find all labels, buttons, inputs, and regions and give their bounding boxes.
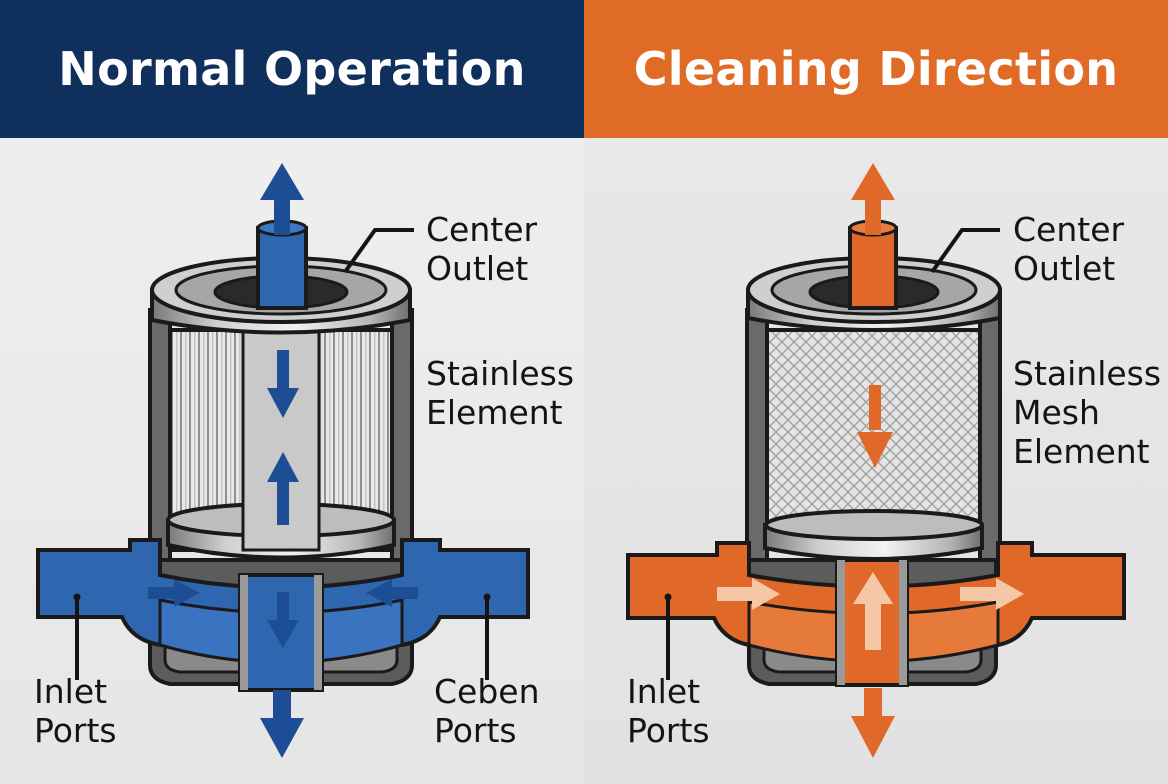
down-arrow-icon bbox=[260, 690, 304, 758]
stainless-element-label: Stainless Element bbox=[426, 354, 575, 432]
cleaning-filter-diagram bbox=[626, 163, 1126, 758]
inlet-ports-label: Inlet Ports bbox=[34, 672, 117, 750]
up-arrow-icon bbox=[267, 452, 299, 525]
left-arrow-icon bbox=[366, 579, 418, 607]
outlet-pipe bbox=[256, 226, 308, 310]
normal-operation-panel: Normal Operation bbox=[0, 0, 584, 784]
up-arrow-icon bbox=[853, 572, 893, 650]
stainless-mesh-element-label: Stainless Mesh Element bbox=[1013, 354, 1162, 471]
down-arrow-icon bbox=[267, 592, 299, 648]
right-arrow-icon bbox=[717, 578, 780, 610]
right-arrow-icon bbox=[148, 579, 200, 607]
right-arrow-icon bbox=[960, 578, 1024, 610]
center-outlet-label: Center Outlet bbox=[426, 210, 538, 288]
down-arrow-icon bbox=[857, 385, 893, 468]
ceben-ports-label: Ceben Ports bbox=[434, 672, 540, 750]
cleaning-direction-panel: Cleaning Direction bbox=[584, 0, 1168, 784]
down-arrow-icon bbox=[851, 688, 895, 758]
frame-left bbox=[745, 308, 769, 562]
up-arrow-icon bbox=[260, 163, 304, 235]
outlet-pipe bbox=[848, 226, 898, 310]
normal-operation-title: Normal Operation bbox=[0, 0, 584, 138]
normal-filter-diagram bbox=[36, 163, 530, 758]
down-arrow-icon bbox=[267, 350, 299, 418]
center-outlet-label: Center Outlet bbox=[1013, 210, 1125, 288]
cleaning-direction-title: Cleaning Direction bbox=[584, 0, 1168, 138]
inlet-ports-label: Inlet Ports bbox=[627, 672, 710, 750]
up-arrow-icon bbox=[851, 163, 895, 235]
